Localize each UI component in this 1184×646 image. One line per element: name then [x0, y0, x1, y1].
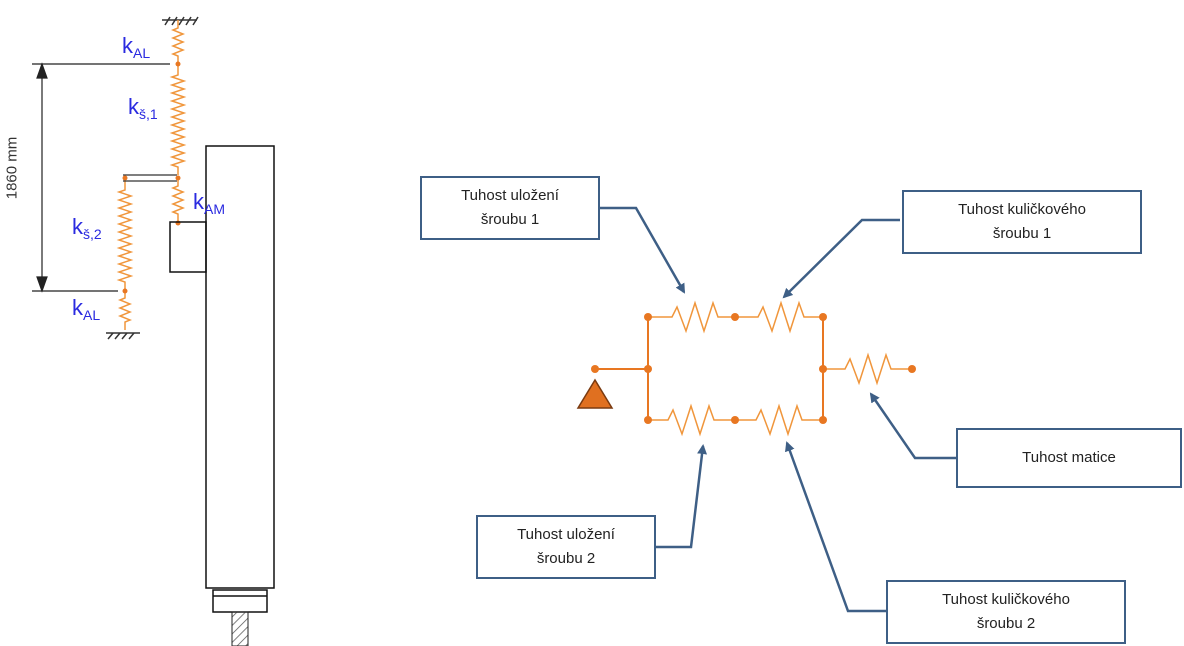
callout-bearing-2: Tuhost uložení šroubu 2: [476, 515, 656, 579]
spring-ballscrew-1: [735, 300, 823, 334]
spring-k-s1: [169, 65, 187, 175]
screw-shaft: [231, 611, 249, 646]
spring-nut: [823, 352, 912, 386]
callout-arrows: [600, 206, 956, 613]
callout-bearing-2-line1: Tuhost uložení: [517, 526, 615, 543]
label-k-s1: kš,1: [128, 96, 158, 125]
label-k-al-top-main: k: [122, 33, 133, 58]
callout-nut-line1: Tuhost matice: [1022, 449, 1116, 466]
label-k-s1-main: k: [128, 94, 139, 119]
callout-bearing-2-line2: šroubu 2: [536, 550, 596, 567]
ground-bottom: [106, 332, 140, 340]
spring-bearing-2: [648, 403, 735, 437]
callout-ballscrew-1: Tuhost kuličkového šroubu 1: [902, 190, 1142, 254]
callout-ballscrew-2-line1: Tuhost kuličkového: [942, 591, 1070, 608]
label-k-s1-sub: š,1: [139, 106, 158, 122]
callout-bearing-1-line1: Tuhost uložení: [461, 187, 559, 204]
label-k-am-main: k: [193, 189, 204, 214]
label-k-al-bottom-sub: AL: [83, 307, 101, 323]
spring-k-al-bottom: [117, 292, 133, 330]
callout-ballscrew-1-line2: šroubu 1: [992, 225, 1052, 242]
callout-ballscrew-2: Tuhost kuličkového šroubu 2: [886, 580, 1126, 644]
spring-k-s2: [116, 178, 134, 290]
label-k-s2-sub: š,2: [83, 226, 102, 242]
arrow-bearing-1: [600, 206, 686, 294]
label-k-al-bottom-main: k: [72, 295, 83, 320]
arrow-ballscrew-1: [782, 218, 900, 299]
coupling-bar: [123, 174, 177, 182]
spring-nodes-left: [122, 61, 181, 294]
spring-nodes-right: [591, 313, 916, 424]
label-k-am-sub: AM: [204, 201, 225, 217]
label-k-am: kAM: [193, 191, 225, 220]
callout-ballscrew-2-line2: šroubu 2: [976, 615, 1036, 632]
arrow-nut: [869, 392, 956, 460]
label-k-al-bottom: kAL: [72, 297, 100, 326]
arrow-ballscrew-2: [785, 441, 886, 613]
label-k-s2-main: k: [72, 214, 83, 239]
spring-k-am: [170, 180, 186, 222]
spring-bearing-1: [648, 300, 735, 334]
label-k-al-top: kAL: [122, 35, 150, 64]
spring-ballscrew-2: [735, 403, 823, 437]
support-triangle: [576, 378, 614, 409]
arrow-bearing-2: [655, 444, 708, 549]
callout-ballscrew-1-line1: Tuhost kuličkového: [958, 201, 1086, 218]
callout-nut: Tuhost matice: [956, 428, 1182, 488]
label-k-s2: kš,2: [72, 216, 102, 245]
label-k-al-top-sub: AL: [133, 45, 151, 61]
dimension-text: 1860 mm: [3, 136, 21, 200]
callout-bearing-1-line2: šroubu 1: [480, 211, 540, 228]
ground-top: [162, 16, 199, 26]
callout-bearing-1: Tuhost uložení šroubu 1: [420, 176, 600, 240]
dimension-lines: [32, 62, 170, 293]
spring-k-al-top: [170, 20, 186, 62]
